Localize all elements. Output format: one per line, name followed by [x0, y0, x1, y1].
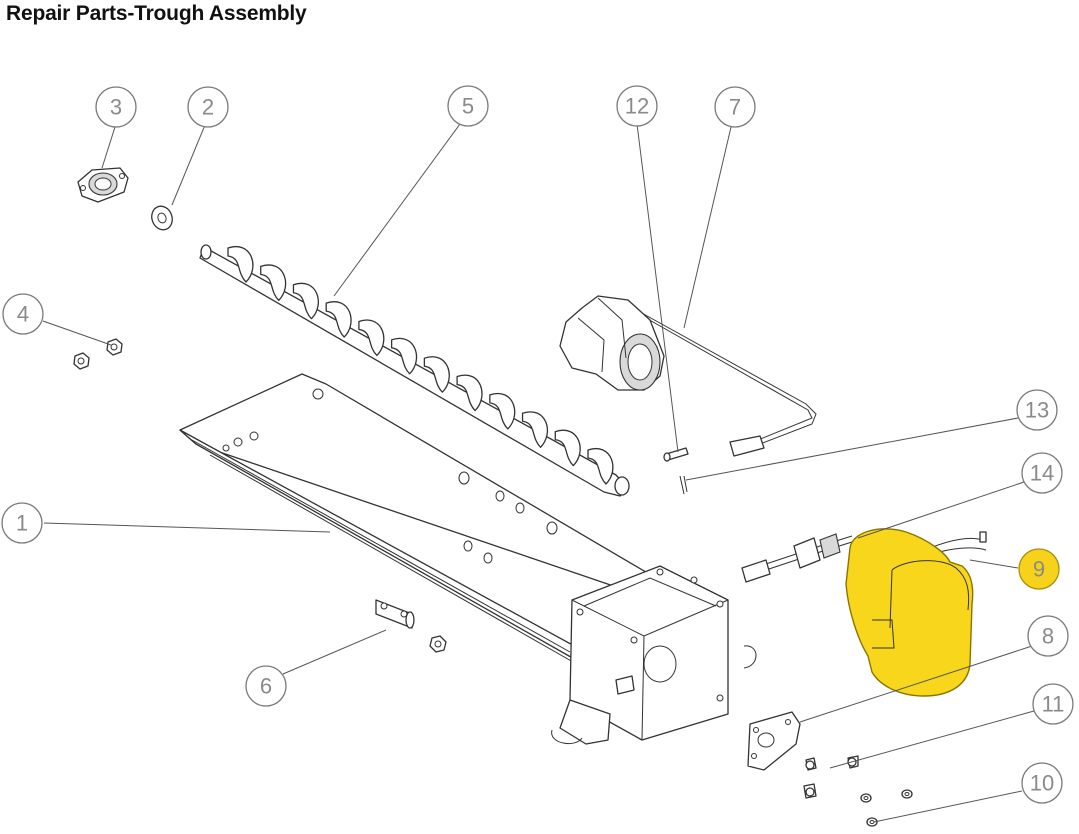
part-7-drive-motor[interactable] [559, 295, 817, 457]
callout-5[interactable]: 5 [447, 85, 489, 127]
auger-flight [456, 374, 483, 412]
auger-flight [227, 245, 254, 283]
part-14-wire-harness[interactable] [741, 531, 987, 583]
auger-flight [260, 264, 287, 302]
callout-8[interactable]: 8 [1027, 615, 1069, 657]
part-8-plate[interactable] [747, 711, 801, 771]
callout-4[interactable]: 4 [2, 293, 44, 335]
callout-12[interactable]: 12 [616, 85, 658, 127]
part-5-auger[interactable] [199, 244, 630, 497]
part-1-trough[interactable] [179, 373, 757, 745]
callout-label-7: 7 [729, 95, 741, 120]
callout-label-9: 9 [1033, 557, 1045, 582]
part-12-pin[interactable] [663, 447, 689, 462]
part-10-nuts[interactable] [860, 789, 913, 827]
part-13-cotter-pin[interactable] [679, 475, 688, 495]
callout-11[interactable]: 11 [1032, 683, 1074, 725]
auger-flight [325, 301, 352, 338]
callout-10[interactable]: 10 [1021, 762, 1063, 804]
auger-flight [554, 429, 581, 467]
part-9-motor-cover[interactable] [845, 528, 974, 697]
auger-flight [423, 356, 450, 393]
callout-label-12: 12 [625, 94, 649, 119]
callout-label-5: 5 [462, 94, 474, 119]
callout-14[interactable]: 14 [1021, 452, 1063, 494]
callout-label-11: 11 [1042, 692, 1065, 717]
auger-flight [587, 447, 614, 485]
callout-label-4: 4 [17, 302, 29, 327]
auger-flight [390, 337, 418, 375]
callout-label-1: 1 [16, 511, 28, 536]
callout-label-13: 13 [1025, 398, 1049, 423]
auger-flight [292, 282, 319, 320]
callout-label-8: 8 [1042, 624, 1054, 649]
callout-2[interactable]: 2 [187, 86, 229, 128]
part-3-bearing-flange[interactable] [77, 167, 129, 203]
part-2-washer[interactable] [148, 203, 175, 232]
callout-6[interactable]: 6 [245, 665, 287, 707]
callout-3[interactable]: 3 [95, 86, 137, 128]
callout-7[interactable]: 7 [714, 86, 756, 128]
callout-label-10: 10 [1030, 771, 1054, 796]
callout-9[interactable]: 9 [1018, 548, 1060, 590]
callout-label-2: 2 [202, 95, 214, 120]
part-6-bracket[interactable] [375, 599, 447, 653]
part-4-nuts[interactable] [73, 338, 123, 370]
callout-label-14: 14 [1030, 461, 1054, 486]
callout-1[interactable]: 1 [1, 502, 43, 544]
page-title: Repair Parts-Trough Assembly [6, 2, 307, 25]
leader-lines [42, 123, 1035, 823]
callout-13[interactable]: 13 [1016, 389, 1058, 431]
callout-label-3: 3 [110, 95, 122, 120]
auger-flight [358, 319, 385, 357]
callout-label-6: 6 [260, 674, 272, 699]
auger-flight [489, 392, 516, 430]
auger-flight [521, 411, 549, 448]
